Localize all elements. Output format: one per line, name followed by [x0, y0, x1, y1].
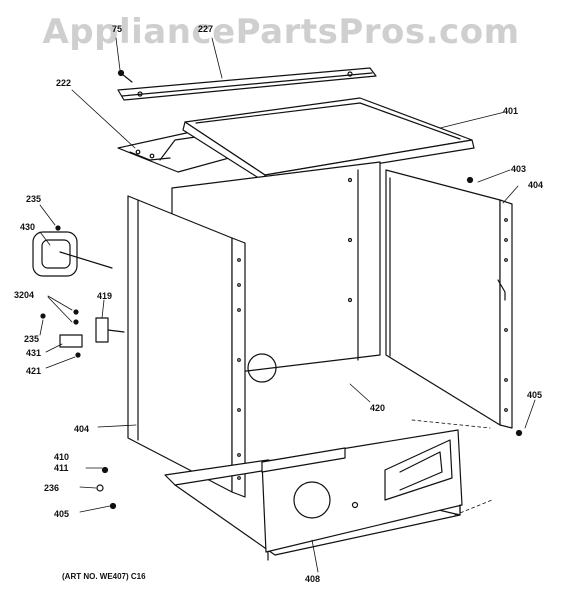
latch-bracket [95, 317, 125, 343]
callout-411: 411 [54, 463, 69, 473]
callout-421: 421 [26, 366, 42, 376]
left-side-panel [127, 195, 246, 498]
art-number-label: (ART NO. WE407) C16 [62, 572, 146, 581]
callout-420: 420 [370, 403, 386, 413]
callout-236: 236 [44, 483, 60, 493]
screw-icon [117, 69, 133, 83]
watermark-text: AppliancePartsPros.com [42, 12, 520, 52]
callout-408: 408 [305, 574, 321, 584]
callout-401: 401 [503, 106, 519, 116]
base-frame [164, 459, 461, 556]
callout-227: 227 [198, 24, 214, 34]
callout-404-left: 404 [74, 424, 90, 434]
top-rear-rail [117, 67, 377, 101]
duct-seal [32, 231, 113, 277]
leader-lines [39, 37, 536, 573]
callout-431: 431 [26, 348, 42, 358]
front-base-panel [261, 429, 463, 561]
right-side-panel [385, 169, 513, 429]
screw-icon [40, 176, 523, 510]
callout-419: 419 [97, 291, 113, 301]
callout-222: 222 [56, 78, 72, 88]
callout-235-top: 235 [26, 194, 42, 204]
callout-404-right: 404 [528, 180, 544, 190]
callout-410: 410 [54, 452, 70, 462]
callout-405-right: 405 [527, 390, 543, 400]
callout-403: 403 [511, 164, 527, 174]
callout-405-left: 405 [54, 509, 70, 519]
strike-plate [59, 334, 83, 348]
reference-dashes [411, 419, 493, 516]
callout-75: 75 [112, 24, 123, 34]
callout-430: 430 [20, 222, 36, 232]
callout-235-mid: 235 [24, 334, 40, 344]
callout-3204: 3204 [14, 290, 35, 300]
